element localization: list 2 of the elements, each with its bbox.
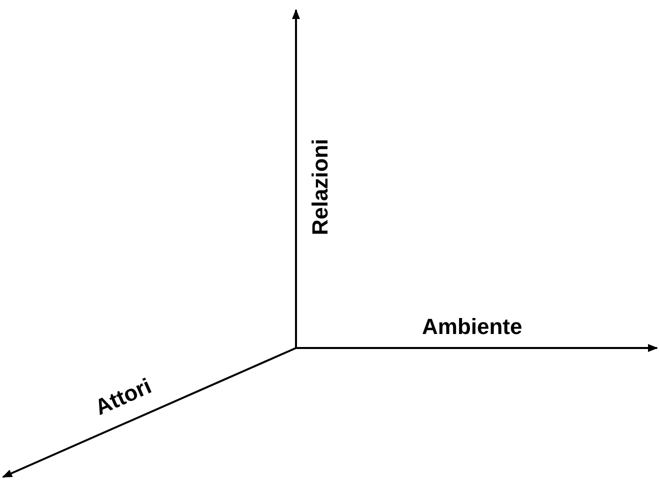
axis-label: Ambiente [422, 316, 522, 338]
axis-label: Relazioni [308, 138, 331, 236]
